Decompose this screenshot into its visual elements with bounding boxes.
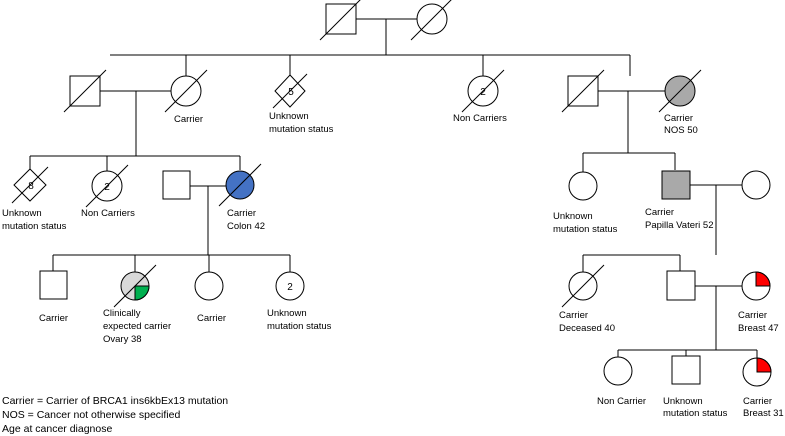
gen2-circle-count: 2 [480, 87, 486, 98]
gen5-unknown-line1: Unknown [663, 396, 703, 407]
gen4-breast47-line1: Carrier [738, 310, 767, 321]
gen3-right-unknown-line2: mutation status [553, 224, 618, 235]
gen4-husband [666, 270, 696, 301]
gen3-colon-line1: Carrier [227, 208, 256, 219]
gen2-carrier-label: Carrier [174, 114, 203, 125]
gen3-right-unknown-circle: Unknown mutation status [553, 171, 618, 235]
gen2-unknown-line1: Unknown [269, 111, 309, 122]
gen4-ovary-line3: Ovary 38 [103, 334, 142, 345]
gen4-ovary-line2: expected carrier [103, 321, 171, 332]
gen4-deceased-line2: Deceased 40 [559, 323, 615, 334]
gen2-diamond-count: 5 [288, 87, 294, 98]
gen2-right-carrier-line2: NOS 50 [664, 125, 698, 136]
gen3-husband [162, 170, 191, 200]
legend-carrier: Carrier = Carrier of BRCA1 ins6kbEx13 mu… [2, 395, 228, 407]
legend: Carrier = Carrier of BRCA1 ins6kbEx13 mu… [2, 395, 228, 435]
gen3-unknown-line2: mutation status [2, 221, 67, 232]
legend-nos: NOS = Cancer not otherwise specified [2, 409, 180, 421]
gen5-noncarrier: Non Carrier [597, 356, 646, 407]
gen5-breast31-line1: Carrier [743, 396, 772, 407]
gen2-left-husband [63, 69, 107, 113]
gen2-unknown-diamond: 5 Unknown mutation status [269, 73, 334, 135]
gen2-right-carrier-line1: Carrier [664, 113, 693, 124]
gen2-unknown-line2: mutation status [269, 124, 334, 135]
gen4-clinically-expected-carrier: Clinically expected carrier Ovary 38 [103, 264, 171, 345]
gen4-carrier-deceased: Carrier Deceased 40 [559, 264, 615, 334]
gen4-deceased-line1: Carrier [559, 310, 588, 321]
gen5-breast31-line2: Breast 31 [743, 408, 784, 419]
gen4-unknown-line1: Unknown [267, 308, 307, 319]
gen3-papilla-line1: Carrier [645, 207, 674, 218]
gen1-grandfather [319, 0, 361, 41]
gen3-carrier-colon: Carrier Colon 42 [218, 163, 265, 232]
gen2-noncarriers-label: Non Carriers [453, 113, 507, 124]
gen2-carrier-woman: Carrier [164, 69, 208, 125]
gen4-carrier-son: Carrier [39, 270, 68, 324]
pedigree-lines [29, 18, 758, 358]
gen5-unknown-son: Unknown mutation status [663, 355, 728, 419]
gen3-unknown-diamond: 8 Unknown mutation status [2, 166, 67, 232]
gen2-right-carrier-nos: Carrier NOS 50 [658, 69, 702, 136]
gen2-right-husband [561, 69, 605, 113]
gen2-noncarriers-circle: 2 Non Carriers [453, 69, 507, 124]
gen4-carrier-breast47: Carrier Breast 47 [738, 271, 779, 334]
gen4-unknown-circle: 2 Unknown mutation status [267, 271, 332, 332]
gen3-noncarriers-label: Non Carriers [81, 208, 135, 219]
gen4-unknown-line2: mutation status [267, 321, 332, 332]
legend-age: Age at cancer diagnose [2, 423, 112, 435]
gen3-papilla-wife [741, 170, 771, 200]
gen3-circle-count: 2 [104, 182, 110, 193]
gen3-papilla-line2: Papilla Vateri 52 [645, 220, 713, 231]
gen5-carrier-breast31: Carrier Breast 31 [742, 357, 784, 419]
gen4-carrier-daughter: Carrier [194, 271, 226, 324]
gen3-noncarriers-circle: 2 Non Carriers [81, 164, 135, 219]
gen3-colon-line2: Colon 42 [227, 221, 265, 232]
gen4-circle-count: 2 [287, 282, 293, 293]
gen3-carrier-papilla: Carrier Papilla Vateri 52 [645, 170, 713, 231]
gen5-unknown-line2: mutation status [663, 408, 728, 419]
gen4-carrier2-label: Carrier [197, 313, 226, 324]
gen1-grandmother [410, 0, 452, 41]
gen5-noncarrier-label: Non Carrier [597, 396, 646, 407]
gen3-diamond-count: 8 [28, 181, 34, 192]
gen4-breast47-line2: Breast 47 [738, 323, 779, 334]
gen4-ovary-line1: Clinically [103, 308, 141, 319]
gen3-unknown-line1: Unknown [2, 208, 42, 219]
gen4-carrier1-label: Carrier [39, 313, 68, 324]
gen3-right-unknown-line1: Unknown [553, 211, 593, 222]
